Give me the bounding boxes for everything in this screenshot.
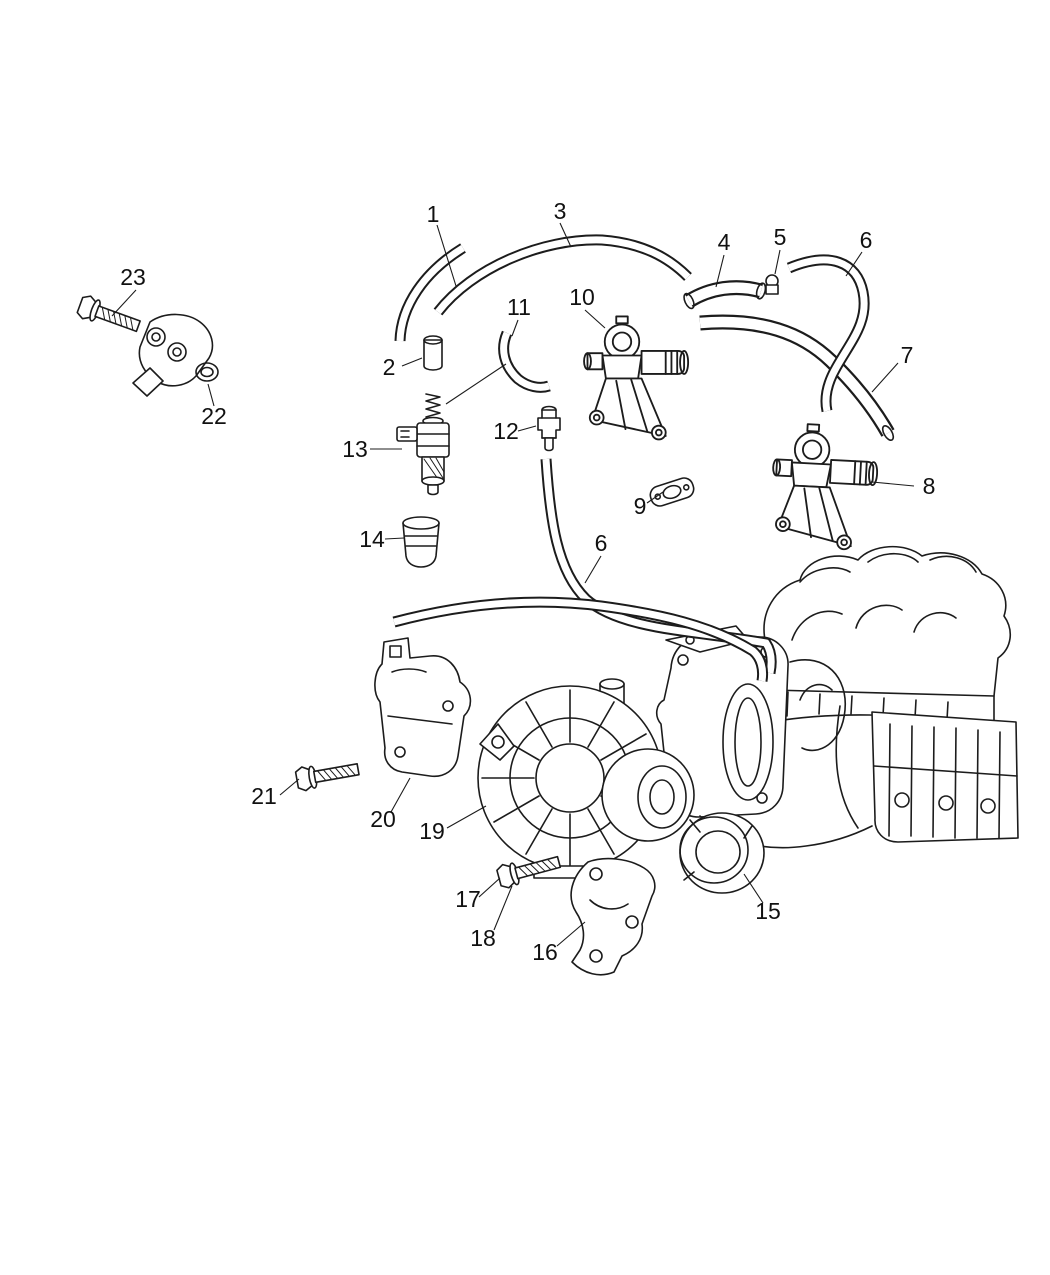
air-pump — [477, 678, 695, 879]
callout-4: 4 — [718, 229, 731, 255]
callout-8: 8 — [923, 473, 936, 499]
callout-6-mid: 6 — [595, 530, 608, 556]
callout-19: 19 — [419, 818, 445, 844]
callout-23: 23 — [120, 264, 146, 290]
check-valve-8 — [768, 421, 881, 552]
bolt-21 — [294, 756, 361, 793]
tube-4 — [682, 282, 767, 310]
callout-7: 7 — [901, 342, 914, 368]
o-ring — [195, 362, 219, 382]
callout-1: 1 — [427, 201, 440, 227]
sensor-body — [132, 313, 214, 397]
inline-valve-12 — [537, 405, 561, 452]
callout-17: 17 — [455, 886, 481, 912]
pivot-bracket — [570, 857, 656, 976]
rubber-boot-14 — [402, 516, 440, 568]
callout-3: 3 — [554, 198, 567, 224]
callout-10: 10 — [569, 284, 595, 310]
callout-16: 16 — [532, 939, 558, 965]
callout-12: 12 — [493, 418, 519, 444]
callout-11: 11 — [507, 294, 531, 320]
leader-lines — [111, 222, 915, 947]
hose-3 — [438, 240, 688, 312]
callout-13: 13 — [342, 436, 368, 462]
callout-21: 21 — [251, 783, 277, 809]
callout-9: 9 — [634, 493, 647, 519]
callout-2: 2 — [383, 354, 396, 380]
hose-sleeve-2 — [423, 335, 443, 371]
hose-11 — [504, 333, 549, 387]
isolator-clamp — [679, 812, 765, 894]
callout-5: 5 — [774, 224, 787, 250]
callout-20: 20 — [370, 806, 396, 832]
bolt-23 — [75, 292, 144, 339]
callout-15: 15 — [755, 898, 781, 924]
support-bracket — [374, 637, 472, 778]
tube-7 — [700, 322, 895, 442]
check-valve-10 — [583, 315, 690, 441]
callout-6-top: 6 — [860, 227, 873, 253]
callout-22: 22 — [201, 403, 227, 429]
callout-18: 18 — [470, 925, 496, 951]
callout-14: 14 — [359, 526, 385, 552]
gasket-9 — [649, 477, 695, 507]
vacuum-solenoid-13 — [396, 393, 450, 496]
engine-intake-assembly — [655, 545, 1019, 849]
fitting-5 — [765, 274, 779, 295]
